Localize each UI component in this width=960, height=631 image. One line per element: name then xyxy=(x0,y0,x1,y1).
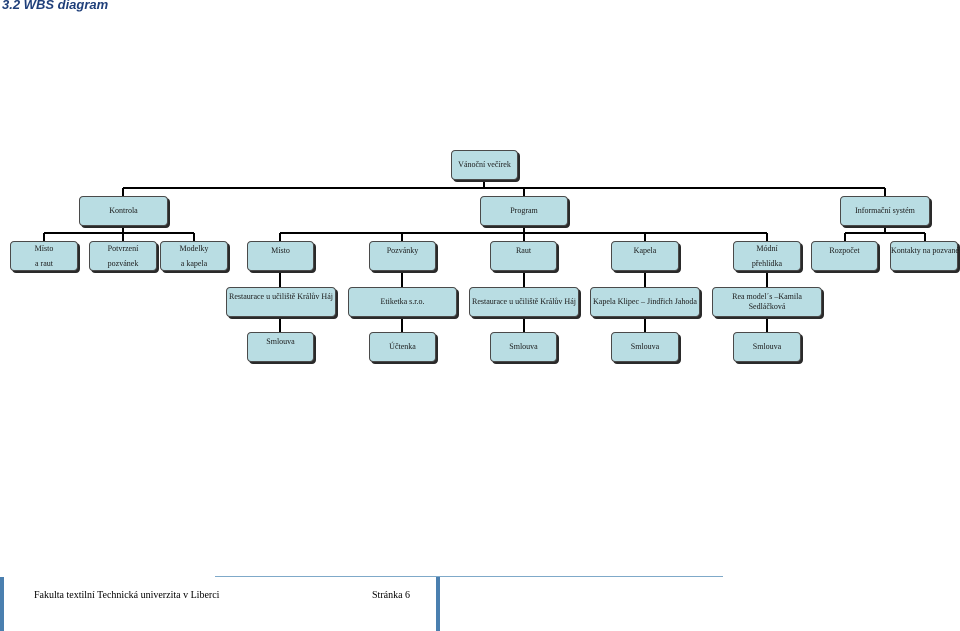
wbs-node-informacni-system: Informační systém xyxy=(840,196,930,226)
node-label: Kapela Klipec – Jindřich Jahoda xyxy=(593,297,697,306)
wbs-node-modni-prehlidka: Módní přehlídka xyxy=(733,241,801,271)
wbs-node-pozvanky: Pozvánky xyxy=(369,241,436,271)
node-label: Pozvánky xyxy=(386,246,419,255)
footer-page-number: Stránka 6 xyxy=(372,590,411,601)
wbs-node-potvrzeni-pozvanek: Potvrzení pozvánek xyxy=(89,241,157,271)
wbs-node-rea-models: Rea model´s –Kamila Sedláčková xyxy=(712,287,822,317)
wbs-node-modelky-a-kapela: Modelky a kapela xyxy=(160,241,228,271)
wbs-node-etiketka: Etiketka s.r.o. xyxy=(348,287,457,317)
wbs-node-smlouva-1: Smlouva xyxy=(247,332,314,362)
node-label-line2: přehlídka xyxy=(751,259,783,268)
wbs-node-raut: Raut xyxy=(490,241,557,271)
node-label: Smlouva xyxy=(752,342,782,351)
wbs-node-smlouva-4: Smlouva xyxy=(733,332,801,362)
node-label: Vánoční večírek xyxy=(458,160,511,169)
footer-divider xyxy=(215,576,723,577)
node-label-line1: Potvrzení xyxy=(107,244,139,253)
node-label: Místo xyxy=(271,246,290,255)
node-label: Restaurace u učiliště Králův Háj xyxy=(229,292,333,301)
node-label: Kontrola xyxy=(109,206,138,215)
node-label: Program xyxy=(510,206,538,215)
node-label: Restaurace u učiliště Králův Háj xyxy=(472,297,576,306)
wbs-node-misto: Místo xyxy=(247,241,314,271)
wbs-node-kontakty-na-pozvane: Kontakty na pozvané xyxy=(890,241,959,271)
node-label-line1: Módní xyxy=(756,244,778,253)
wbs-node-kapela: Kapela xyxy=(611,241,679,271)
wbs-node-kapela-klipec: Kapela Klipec – Jindřich Jahoda xyxy=(590,287,700,317)
node-label-line2: Sedláčková xyxy=(748,302,786,311)
node-label: Informační systém xyxy=(855,206,915,215)
node-label: Smlouva xyxy=(509,342,538,351)
wbs-node-smlouva-2: Smlouva xyxy=(490,332,557,362)
node-label: Smlouva xyxy=(630,342,660,351)
node-label: Raut xyxy=(515,246,532,255)
node-label: Rozpočet xyxy=(829,246,860,255)
wbs-node-rozpocet: Rozpočet xyxy=(811,241,878,271)
node-label-line2: pozvánek xyxy=(107,259,139,268)
wbs-node-kontrola: Kontrola xyxy=(79,196,168,226)
wbs-node-restaurace-2: Restaurace u učiliště Králův Háj xyxy=(469,287,579,317)
node-label-line1: Rea model´s –Kamila xyxy=(732,292,802,301)
wbs-root-vanocni-vecirek: Vánoční večírek xyxy=(451,150,518,180)
wbs-node-program: Program xyxy=(480,196,568,226)
wbs-node-smlouva-3: Smlouva xyxy=(611,332,679,362)
footer-institution: Fakulta textilní Technická univerzita v … xyxy=(34,590,220,601)
footer-left-bar xyxy=(0,577,4,631)
node-label-line1: Místo xyxy=(34,244,54,253)
wbs-node-misto-a-raut: Místo a raut xyxy=(10,241,78,271)
node-label: Účtenka xyxy=(389,342,416,351)
node-label-line1: Modelky xyxy=(179,244,209,253)
wbs-node-uctenka: Účtenka xyxy=(369,332,436,362)
node-label: Kontakty na pozvané xyxy=(891,246,959,255)
node-label: Etiketka s.r.o. xyxy=(380,297,425,306)
node-label: Kapela xyxy=(633,246,657,255)
footer-middle-bar xyxy=(436,577,440,631)
node-label-line2: a raut xyxy=(35,259,53,268)
node-label: Smlouva xyxy=(266,337,295,346)
diagram-heading: 3.2 WBS diagram xyxy=(2,0,109,12)
node-label-line2: a kapela xyxy=(180,259,208,268)
wbs-node-restaurace-1: Restaurace u učiliště Králův Háj xyxy=(226,287,336,317)
